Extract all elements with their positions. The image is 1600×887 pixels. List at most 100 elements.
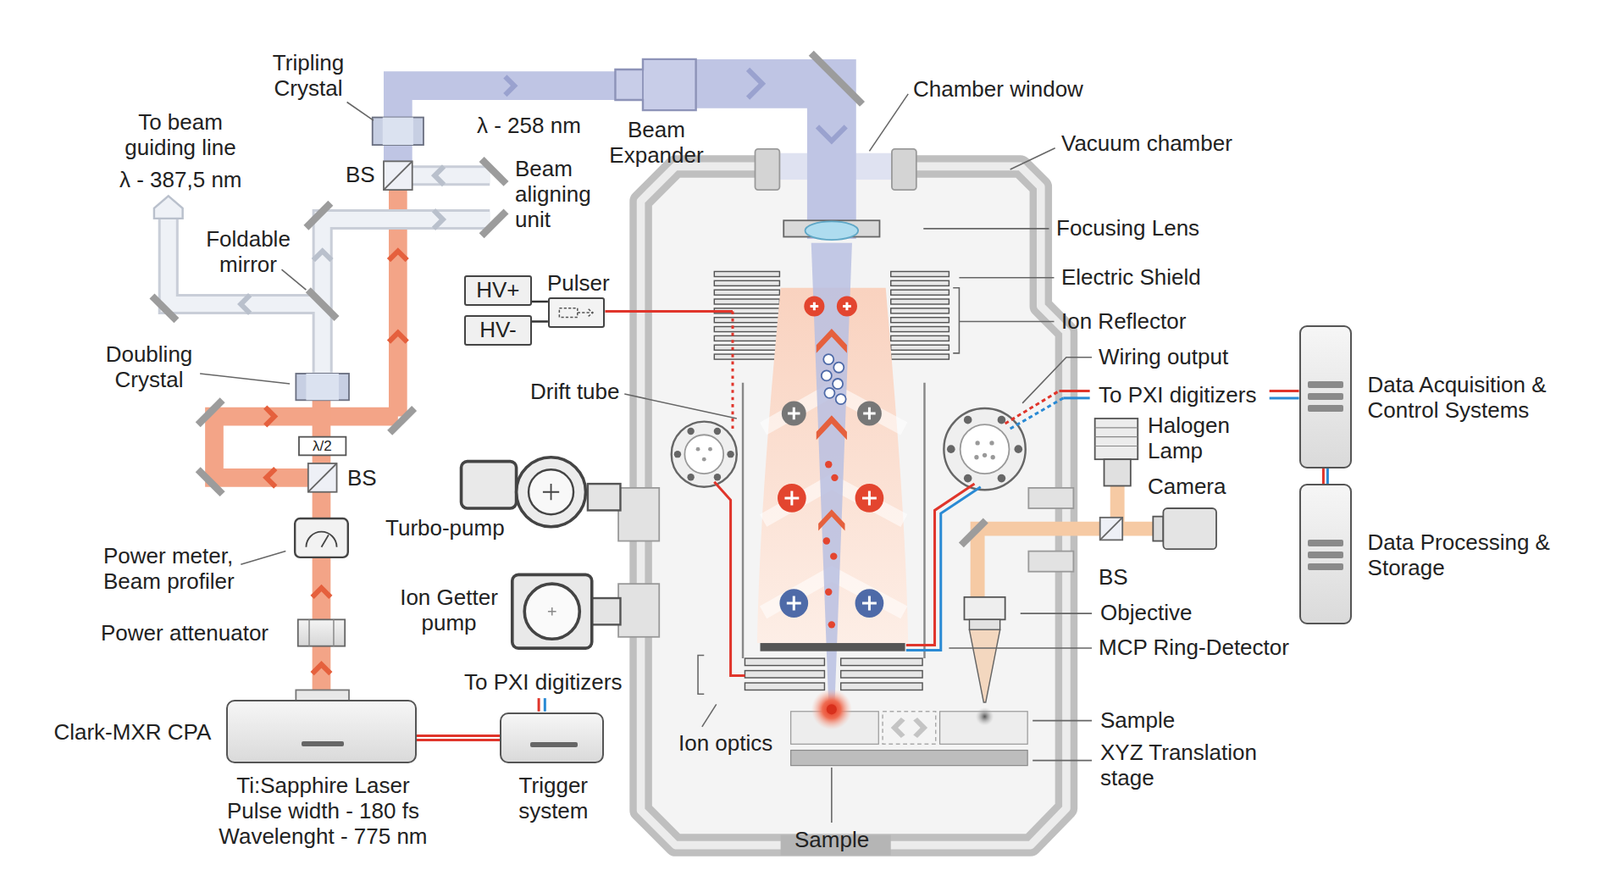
leader-line: [923, 227, 1049, 230]
beam-expander: [642, 59, 644, 111]
ion-getter-pump: [512, 574, 621, 648]
translation-stage: [791, 750, 1028, 766]
ion-reflector: [714, 280, 780, 286]
feedthrough-flange: [946, 444, 956, 454]
vacuum-chamber: [618, 487, 659, 542]
leader-line: [199, 94, 1092, 823]
optical-component: [294, 117, 424, 703]
translation-stage: [891, 717, 906, 738]
microscope: [1104, 459, 1131, 486]
turbo-pump: [516, 457, 587, 527]
feedthrough-flange: [943, 408, 1025, 490]
feedthrough-flange: [726, 450, 734, 458]
leader-line: [869, 94, 908, 151]
part-label: Doubling Crystal: [94, 342, 205, 394]
vacuum-chamber: [1028, 487, 1074, 509]
pulser-symbol: [559, 307, 593, 317]
part-label: Sample: [1100, 708, 1175, 734]
turbo-pump: [587, 483, 621, 510]
leader-line: [830, 767, 833, 823]
beam-chevron: [312, 664, 332, 674]
part-label: Power meter, Beam profiler: [103, 543, 256, 595]
ion-reflector: [891, 354, 950, 360]
ion-symbol: [830, 552, 837, 560]
feedthrough-flange: [671, 408, 1026, 490]
ion-optics: [744, 658, 923, 690]
microscope: [968, 629, 1000, 703]
focused-beam: [816, 328, 848, 532]
part-label: Vacuum chamber: [1061, 131, 1233, 157]
hv-supply-box: HV+: [464, 275, 532, 306]
laser-beam-258: [398, 85, 623, 174]
ion-symbol: [777, 295, 884, 628]
box-caption: Data Processing & Storage: [1367, 530, 1580, 582]
mirror: [305, 203, 331, 228]
mirror: [198, 399, 223, 425]
leader-line: [1020, 612, 1092, 615]
ion-symbol: [821, 370, 832, 381]
feedthrough-flange: [686, 473, 694, 481]
output-slot: [301, 741, 344, 747]
feedthrough-flange: [974, 440, 980, 445]
drive-slot: [1307, 404, 1345, 412]
part-label: Power attenuator: [100, 620, 269, 647]
part-label: Camera: [1147, 474, 1226, 500]
ion-reflector: [891, 271, 950, 277]
microscope: [1100, 517, 1124, 541]
laser-beam-387: [168, 175, 490, 373]
beam-splitter: [383, 160, 413, 190]
ion-reflector: [714, 335, 780, 341]
signal-wire: [1269, 389, 1300, 393]
ion-reflector: [714, 298, 780, 305]
leader-line: [1022, 357, 1092, 404]
drive-slot: [1307, 563, 1345, 571]
part-label: Halogen Lamp: [1147, 413, 1250, 465]
part-label: To PXI digitizers: [464, 669, 622, 696]
feedthrough-flange: [696, 447, 713, 462]
feedthrough-flange: [989, 440, 994, 445]
part-label: Sample: [794, 827, 870, 853]
beam-chevron: [265, 407, 275, 427]
optical-component: [294, 518, 349, 558]
ion-symbol: [835, 393, 847, 405]
part-label: Focusing Lens: [1056, 215, 1200, 242]
optical-component: [295, 373, 349, 400]
box-caption: Data Acquisition & Control Systems: [1367, 372, 1580, 424]
part-label: BS: [345, 162, 376, 189]
leader-line: [958, 321, 1054, 323]
feedthrough-flange: [696, 447, 701, 452]
microscope: [963, 597, 1005, 621]
beam-chevron: [388, 332, 408, 343]
ion-reflector: [891, 317, 950, 323]
box-text: HV-: [479, 317, 516, 344]
signal-wire: [538, 310, 1300, 711]
feedthrough-flange: [974, 454, 979, 460]
focusing-lens: [783, 220, 880, 240]
leader-line: [958, 276, 1054, 279]
computer-rack-box: Data Processing & Storage: [1299, 483, 1353, 625]
leader-line: [282, 269, 307, 290]
ion-symbol: [833, 362, 844, 373]
turbo-pump: [461, 461, 517, 509]
turbo-pump: [528, 469, 574, 515]
ion-getter-pump: [548, 607, 557, 616]
wire-connector: [416, 738, 501, 742]
translation-stage: [882, 711, 936, 745]
ion-reflector: [714, 271, 780, 277]
part-label: Electric Shield: [1061, 265, 1202, 291]
laser-beam-775: [312, 477, 332, 698]
translation-stage: [826, 703, 837, 715]
part-label: Beam Expander: [601, 117, 712, 169]
mcp-detector: [760, 642, 906, 652]
optical-component: [298, 437, 346, 456]
leader-line: [952, 287, 959, 354]
part-label: λ - 387,5 nm: [119, 167, 243, 194]
feedthrough-flange: [714, 473, 721, 481]
ion-optics: [841, 658, 923, 665]
microscope: [1162, 508, 1217, 549]
box-caption: Clark-MXR CPA: [53, 719, 211, 746]
signal-wire: [1010, 398, 1064, 429]
ion-symbol: [821, 354, 847, 405]
optical-component: [298, 619, 345, 646]
